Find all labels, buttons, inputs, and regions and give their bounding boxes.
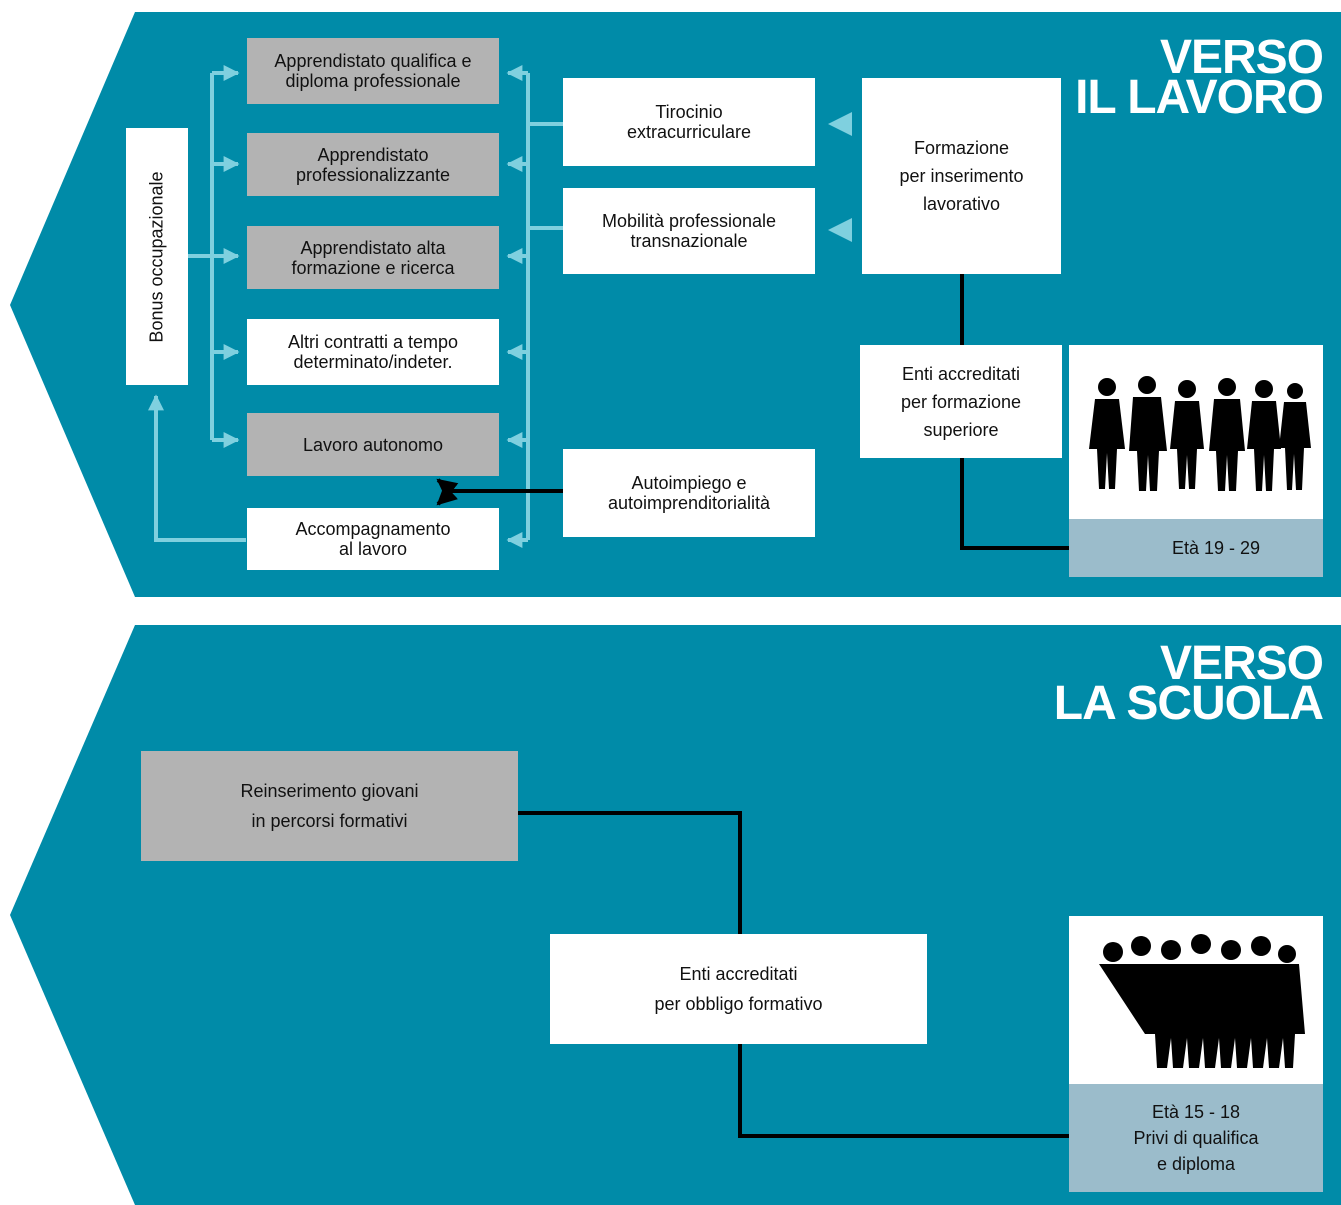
- autoimpiego-box: Autoimpiego e autoimprenditorialità: [563, 449, 815, 537]
- enti-obbligo-formativo-box: Enti accreditati per obbligo formativo: [550, 934, 927, 1044]
- work-title: VERSO IL LAVORO: [1075, 31, 1324, 124]
- teen-group-icon: [1099, 934, 1305, 1068]
- school-age-label: Età 15 - 18 Privi di qualifica e diploma: [1069, 1084, 1323, 1192]
- bonus-occupazionale-box: Bonus occupazionale: [126, 128, 188, 385]
- work-photo-panel: [1069, 345, 1323, 519]
- spine-connectors: [506, 65, 563, 548]
- outcome-apprendistato-alta-formazione: Apprendistato alta formazione e ricerca: [247, 226, 499, 289]
- school-title: VERSO LA SCUOLA: [1053, 637, 1324, 730]
- outcome-apprendistato-qualifica: Apprendistato qualifica e diploma profes…: [247, 38, 499, 104]
- tirocinio-box: Tirocinio extracurriculare: [563, 78, 815, 166]
- youth-group-icon: [1089, 376, 1311, 491]
- outcome-accompagnamento: Accompagnamento al lavoro: [247, 508, 499, 570]
- tirocinio-pointer: [828, 112, 852, 136]
- mobilita-pointer: [828, 218, 852, 242]
- outcome-lavoro-autonomo: Lavoro autonomo: [247, 413, 499, 476]
- enti-formazione-superiore-box: Enti accreditati per formazione superior…: [860, 345, 1062, 458]
- work-age-label: Età 19 - 29: [1069, 519, 1323, 577]
- bonus-connectors: [148, 65, 246, 542]
- school-photo-panel: [1069, 916, 1323, 1084]
- outcome-apprendistato-professionalizzante: Apprendistato professionalizzante: [247, 133, 499, 196]
- mobilita-box: Mobilità professionale transnazionale: [563, 188, 815, 274]
- bonus-occupazionale-label: Bonus occupazionale: [146, 170, 167, 343]
- formazione-box: Formazione per inserimento lavorativo: [862, 78, 1061, 274]
- reinserimento-box: Reinserimento giovani in percorsi format…: [141, 751, 518, 861]
- outcome-altri-contratti: Altri contratti a tempo determinato/inde…: [247, 319, 499, 385]
- school-dark-connectors: [518, 811, 1090, 1138]
